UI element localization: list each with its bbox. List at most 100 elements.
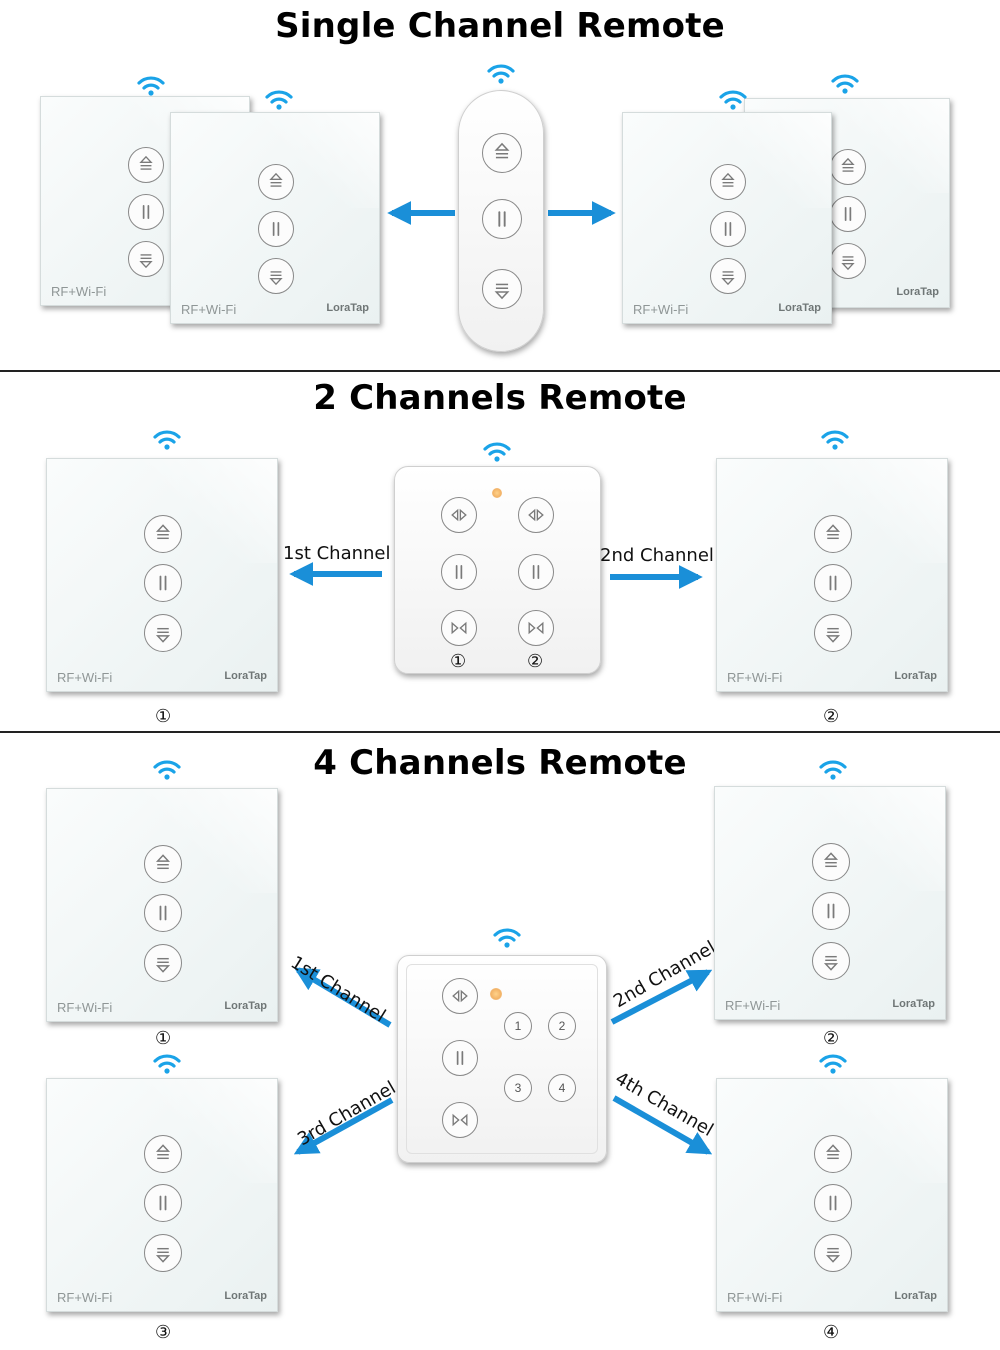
ch2-close-button[interactable] [518,610,554,646]
pause-icon [159,1196,167,1211]
down-icon [155,957,171,973]
remote-pause-button[interactable] [482,199,522,239]
indicator-light [490,988,502,1000]
switch-4ch-2: RF+Wi-Fi LoraTap [714,786,946,1020]
indicator-light [492,488,502,498]
ch1-pause-button[interactable] [441,554,477,590]
up-button[interactable] [258,164,294,200]
ch1-open-button[interactable] [441,497,477,533]
down-icon [825,1247,841,1263]
pause-button[interactable] [830,195,866,232]
up-icon [825,524,841,540]
pause-button[interactable] [144,894,182,933]
wifi-icon [492,926,522,950]
marker-4ch-2: ② [823,1028,840,1049]
up-button[interactable] [144,845,182,883]
brand-label: LoraTap [326,302,369,314]
down-button[interactable] [144,613,182,652]
pause-icon [456,1051,464,1065]
remote-open-button[interactable] [442,978,478,1014]
rf-wifi-label: RF+Wi-Fi [57,1000,113,1015]
pause-button[interactable] [144,1184,182,1223]
up-button[interactable] [830,149,866,185]
remote-pause-button[interactable] [442,1040,478,1076]
pause-button[interactable] [258,210,294,247]
pause-icon [455,565,463,579]
pause-button[interactable] [814,1184,852,1223]
up-icon [841,157,855,172]
marker-2ch-1: ① [155,706,172,727]
up-icon [825,1144,841,1160]
up-button[interactable] [128,147,164,183]
pause-button[interactable] [710,210,746,247]
remote-down-button[interactable] [482,269,522,309]
down-button[interactable] [814,613,852,652]
wifi-icon [152,1052,182,1076]
up-button[interactable] [144,1135,182,1173]
down-button[interactable] [128,240,164,277]
close-icon [528,621,544,635]
pause-icon [827,904,835,919]
up-icon [139,155,153,170]
down-icon [155,627,171,643]
label-2ch-first: 1st Channel [283,543,391,564]
wifi-icon [152,428,182,452]
ch2-pause-button[interactable] [518,554,554,590]
up-icon [155,524,171,540]
rf-wifi-label: RF+Wi-Fi [727,1290,783,1305]
rf-wifi-label: RF+Wi-Fi [725,998,781,1013]
channel-3-key[interactable]: 3 [504,1074,532,1102]
down-icon [823,955,839,971]
wifi-icon [818,1052,848,1076]
remote-inner-frame [406,964,598,1154]
down-button[interactable] [144,943,182,982]
down-button[interactable] [144,1233,182,1272]
up-icon [494,142,510,159]
ch1-close-button[interactable] [441,610,477,646]
remote-2ch-label-2: ② [527,651,544,672]
up-button[interactable] [814,1135,852,1173]
pause-button[interactable] [128,193,164,230]
wifi-icon [818,758,848,782]
down-button[interactable] [258,257,294,294]
channel-2-key[interactable]: 2 [548,1012,576,1040]
pause-icon [829,576,837,591]
down-icon [139,253,153,268]
rf-wifi-label: RF+Wi-Fi [727,670,783,685]
ch2-open-button[interactable] [518,497,554,533]
wifi-icon [264,88,294,112]
label-4ch-first: 1st Channel [286,952,390,1027]
down-button[interactable] [814,1233,852,1272]
remote-close-button[interactable] [442,1102,478,1138]
pause-button[interactable] [812,892,850,931]
channel-4-key[interactable]: 4 [548,1074,576,1102]
up-button[interactable] [144,515,182,553]
channel-1-key[interactable]: 1 [504,1012,532,1040]
up-button[interactable] [710,164,746,200]
up-icon [721,172,735,187]
rf-wifi-label: RF+Wi-Fi [181,302,237,317]
down-button[interactable] [830,242,866,279]
pause-icon [724,221,732,236]
down-icon [269,270,283,285]
open-icon [451,508,467,522]
pause-button[interactable] [814,564,852,603]
pause-icon [532,565,540,579]
pause-icon [159,906,167,921]
brand-label: LoraTap [896,286,939,298]
down-button[interactable] [812,941,850,980]
up-button[interactable] [814,515,852,553]
rf-wifi-label: RF+Wi-Fi [51,284,107,299]
wifi-icon [486,62,516,86]
down-button[interactable] [710,257,746,294]
remote-up-button[interactable] [482,133,522,173]
pause-button[interactable] [144,564,182,603]
down-icon [825,627,841,643]
label-4ch-third: 3rd Channel [294,1077,400,1151]
up-button[interactable] [812,843,850,881]
brand-label: LoraTap [892,998,935,1010]
